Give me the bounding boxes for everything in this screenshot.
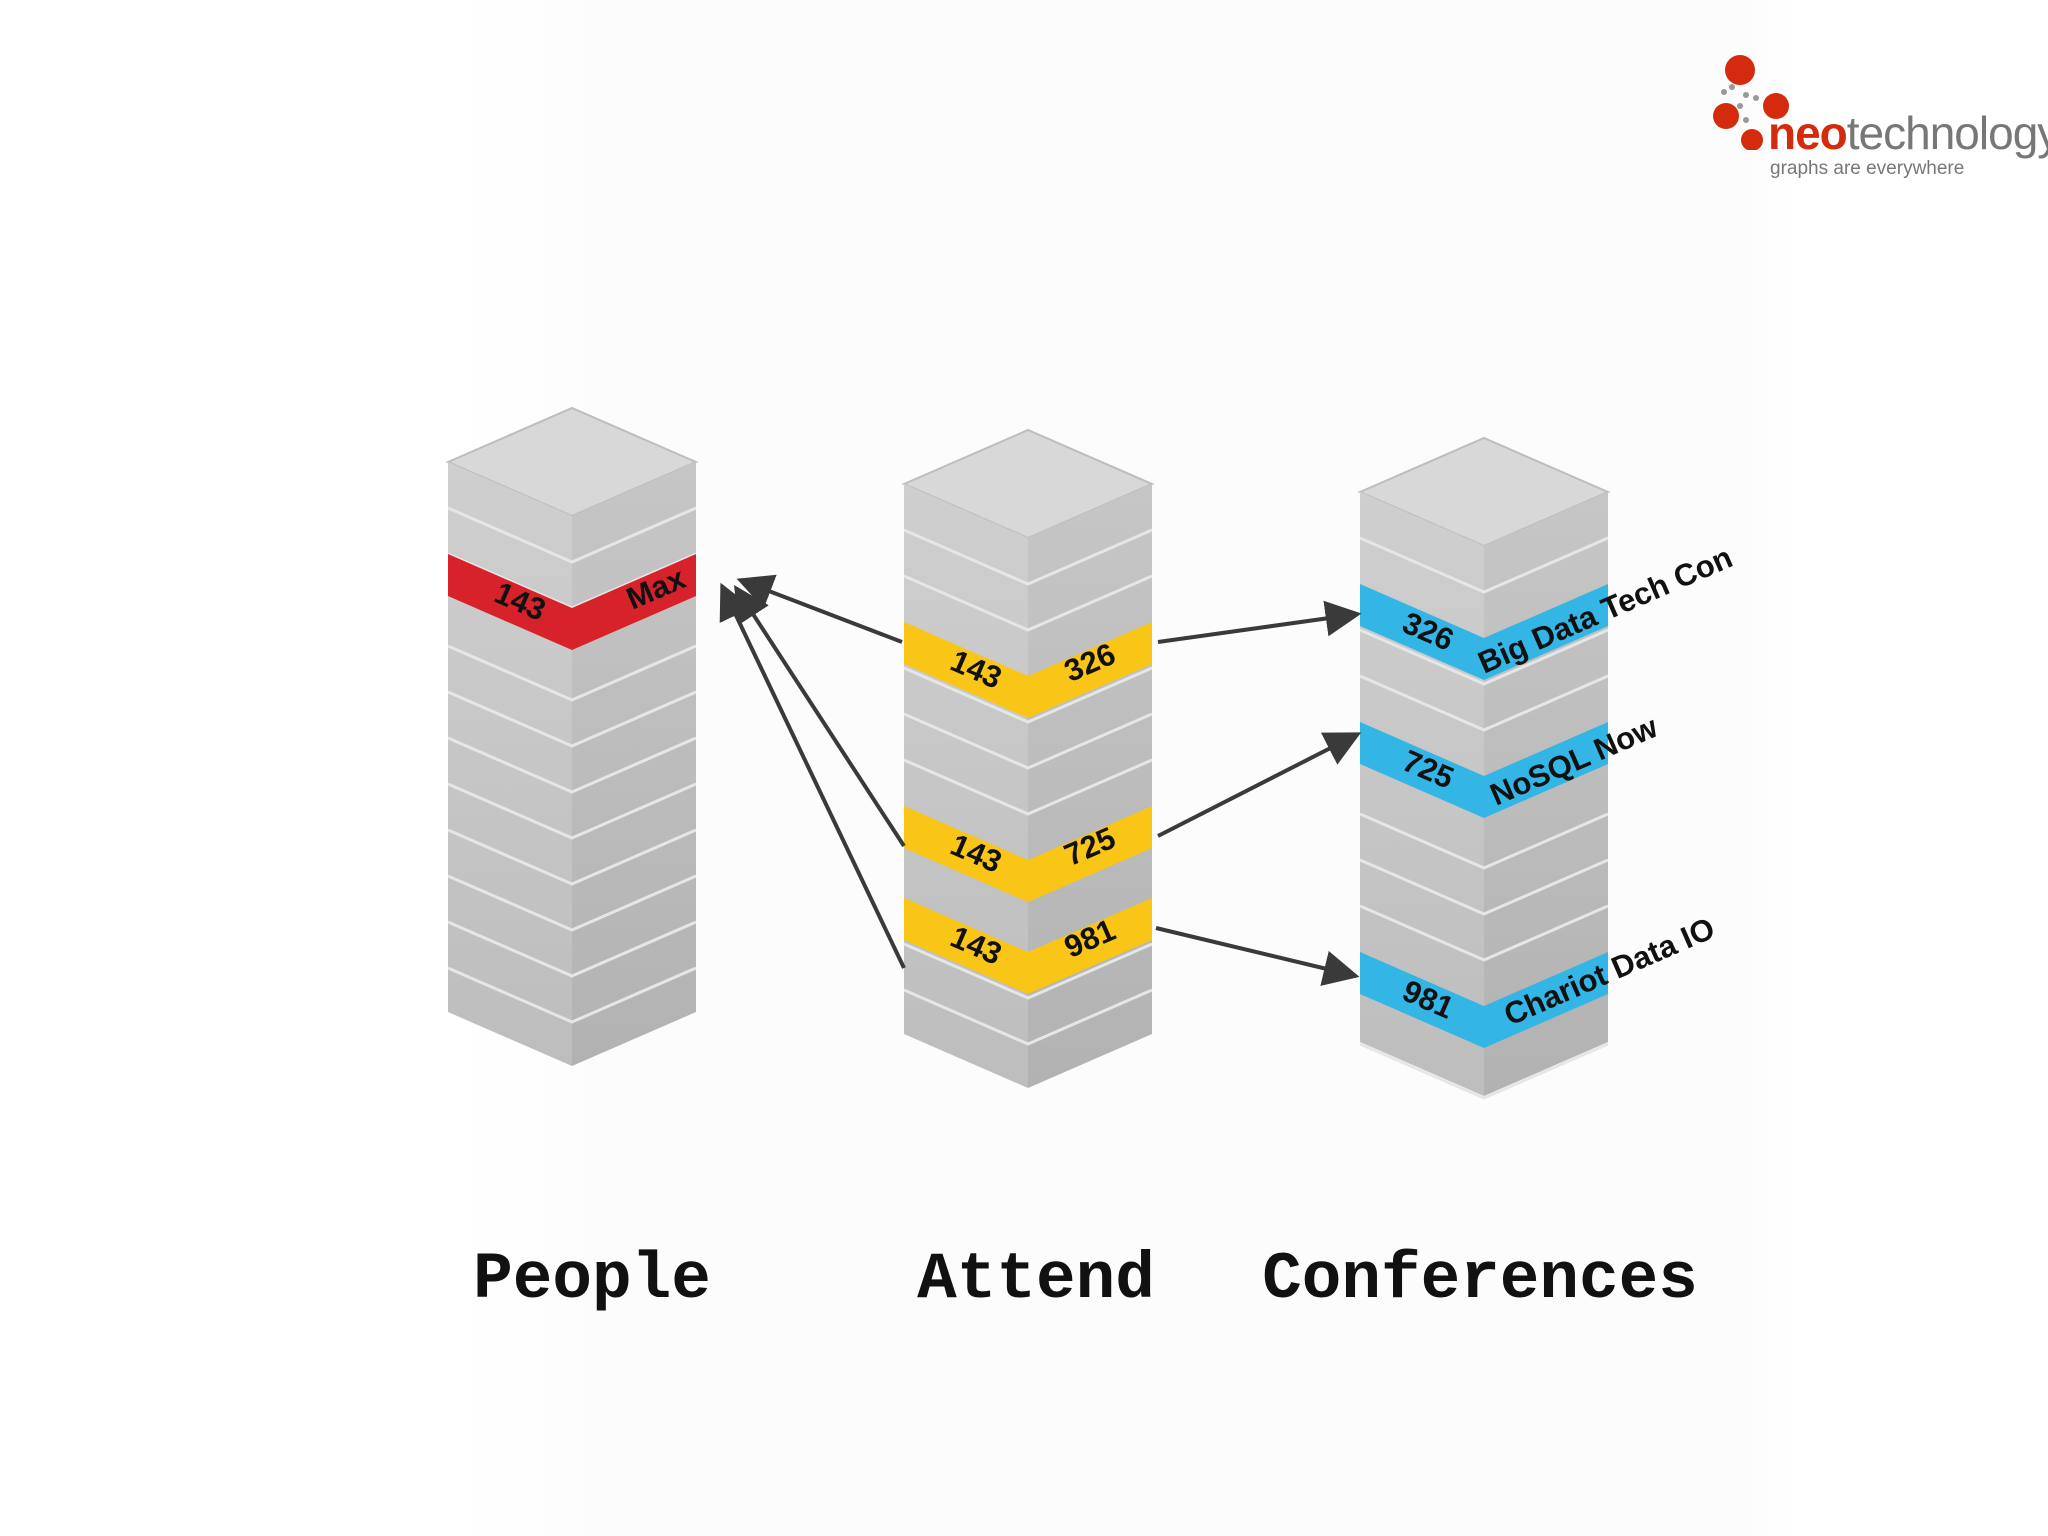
logo-dots-icon bbox=[1713, 55, 1789, 150]
attend-column-label: Attend bbox=[917, 1242, 1155, 1317]
logo-neo-text: neo bbox=[1768, 107, 1848, 159]
arrow-attend-1-to-conference bbox=[1157, 600, 1362, 644]
conference-row-1-highlight bbox=[1360, 584, 1608, 680]
conferences-table-column: 326 Big Data Tech Con 725 NoSQL Now 981 … bbox=[1357, 436, 1737, 1100]
attend-to-conferences-arrows bbox=[1155, 600, 1362, 986]
arrow-attend-3-to-conference bbox=[1155, 926, 1360, 986]
attend-to-people-arrows bbox=[719, 574, 906, 969]
conferences-column-label: Conferences bbox=[1262, 1242, 1698, 1317]
arrow-attend-2-to-conference bbox=[1157, 732, 1362, 838]
arrow-attend-2-to-people bbox=[734, 584, 906, 848]
attend-row-1-highlight bbox=[904, 622, 1152, 718]
attend-column-slab-lines bbox=[903, 528, 1153, 1046]
attend-table-column: 143 326 143 725 143 981 bbox=[901, 428, 1155, 1088]
attend-row-2-highlight bbox=[904, 806, 1152, 902]
logo-technology-text: technology bbox=[1846, 107, 2048, 159]
conferences-column-slab-lines bbox=[1359, 536, 1609, 1100]
arrow-attend-3-to-people bbox=[719, 582, 906, 969]
conference-row-3-highlight bbox=[1360, 952, 1608, 1048]
conference-row-2-highlight bbox=[1360, 722, 1608, 818]
people-column-label: People bbox=[473, 1242, 711, 1317]
logo-tagline: graphs are everywhere bbox=[1770, 158, 1965, 179]
people-table-column: 143 Max bbox=[445, 406, 699, 1066]
neotechnology-logo: neotechnology graphs are everywhere bbox=[1700, 40, 2048, 190]
people-row-highlight bbox=[448, 554, 696, 650]
attend-row-3-highlight bbox=[904, 898, 1152, 994]
logo-wordmark: neotechnology bbox=[1768, 110, 2048, 156]
